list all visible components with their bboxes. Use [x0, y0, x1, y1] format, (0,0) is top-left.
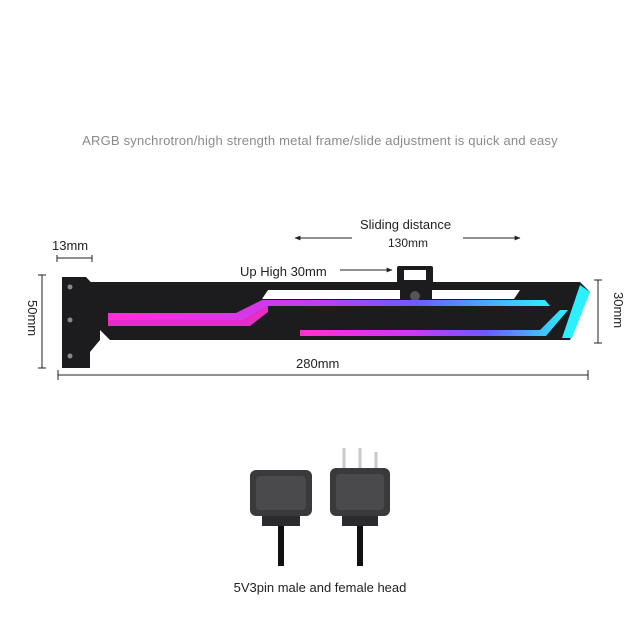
connector-male-icon [330, 448, 390, 566]
height-right-label: 30mm [611, 292, 626, 329]
height-left-label: 50mm [25, 300, 40, 337]
sliding-distance-value: 130mm [388, 236, 429, 250]
sliding-distance-label: Sliding distance [360, 217, 452, 232]
connector-female-icon [250, 470, 312, 566]
headline: ARGB synchrotron/high strength metal fra… [82, 133, 558, 148]
connector-caption: 5V3pin male and female head [233, 580, 407, 595]
bracket-width-label: 13mm [52, 238, 89, 253]
total-length-label: 280mm [296, 356, 340, 371]
up-high-label: Up High 30mm [240, 264, 327, 279]
